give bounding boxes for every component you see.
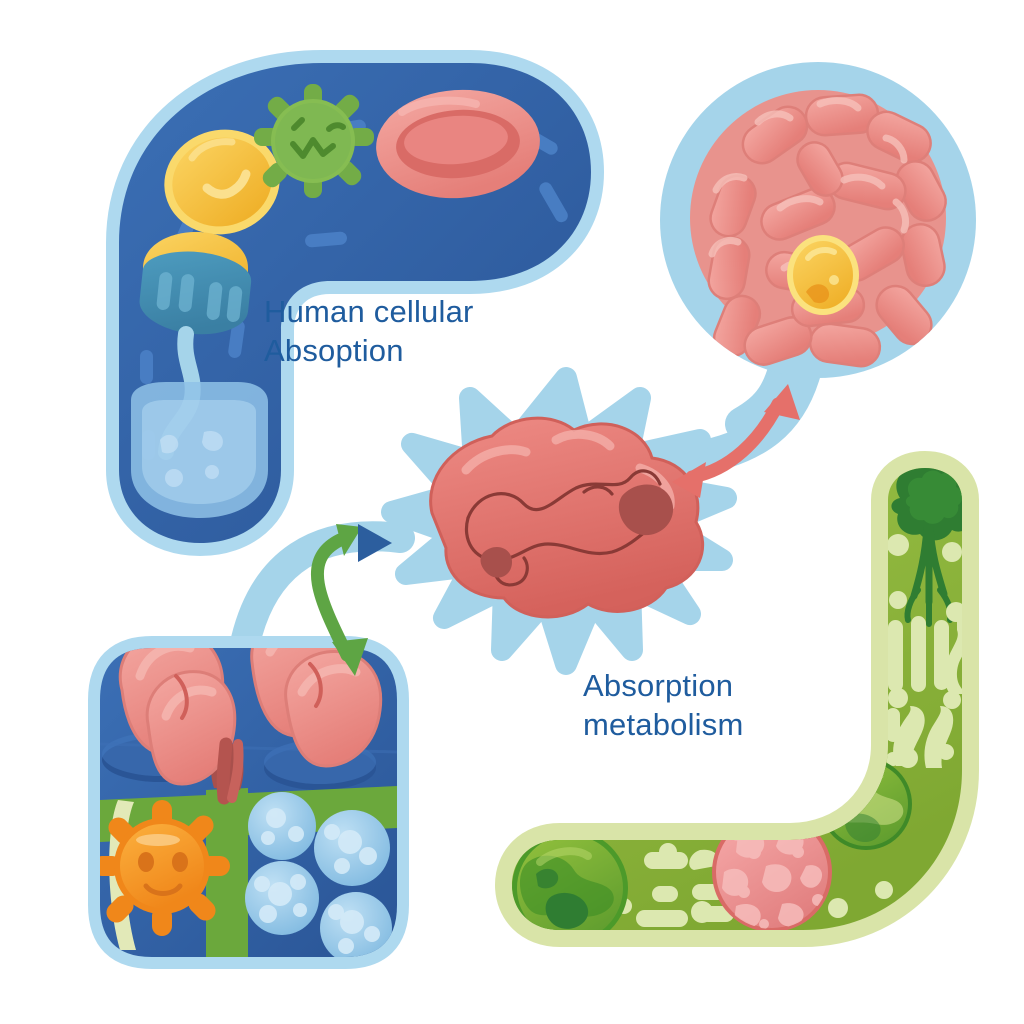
blue-granular-vesicles[interactable] [245, 792, 392, 964]
pink-lung-lobes[interactable] [118, 613, 383, 805]
intestinal-villi-cell[interactable] [660, 62, 976, 441]
flow-direction-arrowhead[interactable] [358, 524, 392, 562]
chloroplast-lower[interactable] [512, 830, 628, 946]
yellow-lipid-droplet[interactable] [153, 118, 291, 247]
red-blood-cell[interactable] [372, 84, 543, 203]
pale-thylakoid-stripes [886, 616, 962, 768]
green-virus-particle[interactable] [254, 84, 374, 198]
plant-cell-tube[interactable] [495, 451, 982, 947]
label-absorption-metabolism: Absorption metabolism [583, 668, 744, 743]
blue-vacuole[interactable] [131, 382, 268, 518]
teal-golgi-organelle[interactable] [137, 232, 254, 460]
amoeba-star-cell[interactable] [381, 367, 737, 675]
pink-nucleus-sphere[interactable] [712, 812, 832, 932]
label-human-cellular-absoption: Human cellular Absoption [264, 294, 474, 369]
lobed-red-nucleus[interactable] [424, 416, 705, 640]
orange-sun-virus[interactable] [92, 800, 230, 936]
star-to-round-cell-arrow[interactable] [672, 384, 800, 498]
yellow-nucleus[interactable] [787, 235, 859, 315]
human-cell-tube[interactable] [106, 50, 604, 556]
alveolar-square-cell[interactable] [88, 613, 409, 969]
villi-mass [690, 90, 947, 368]
star-to-square-cell-arrow[interactable] [310, 524, 368, 676]
